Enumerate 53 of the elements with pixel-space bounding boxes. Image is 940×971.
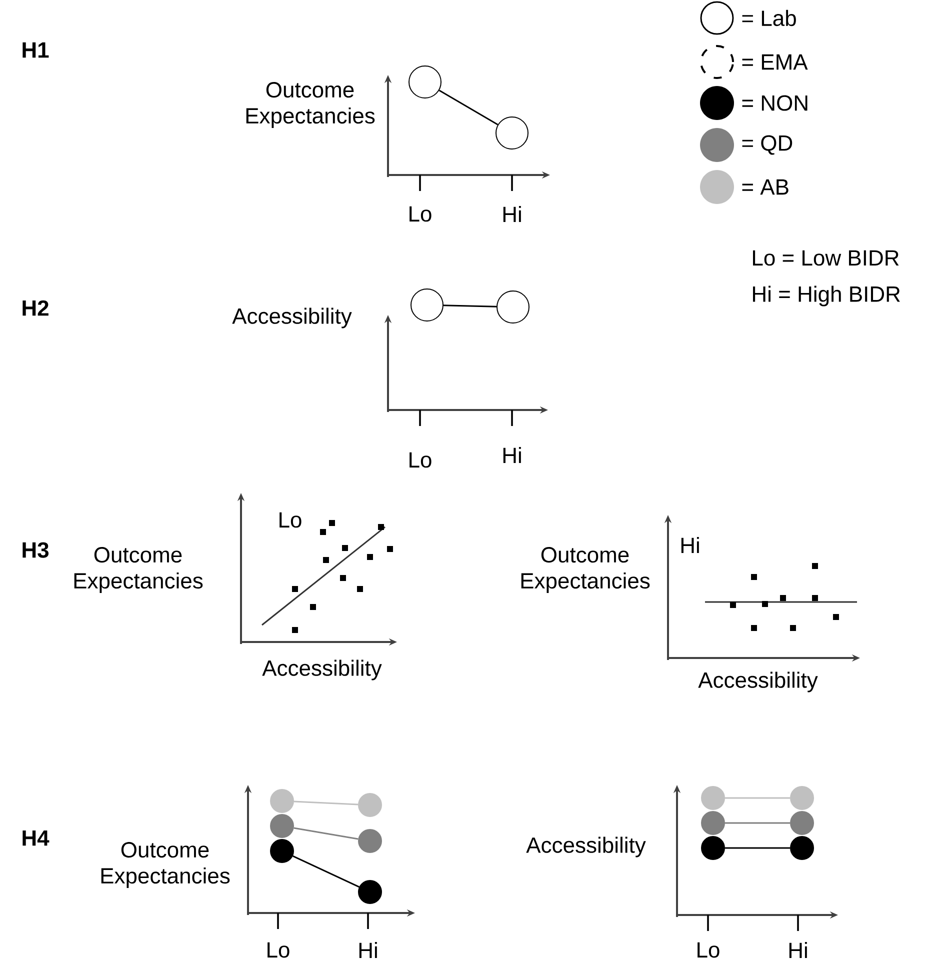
connector-line: [294, 800, 358, 806]
connector-line: [438, 90, 498, 126]
tick-label: Hi: [789, 942, 807, 958]
legend-text: = NON: [742, 95, 808, 111]
tick-label: Lo: [410, 206, 432, 222]
tick-label: Lo: [698, 942, 720, 958]
legend-note: Hi = High BIDR: [753, 286, 900, 306]
axis-label: Accessibility: [526, 836, 646, 858]
legend-note: Lo = Low BIDR: [753, 250, 899, 266]
data-circle: [790, 836, 814, 860]
hypothesis-label: H2: [22, 300, 48, 316]
data-circle: [496, 290, 530, 324]
hypothesis-label: H1: [22, 42, 49, 58]
connector-line: [725, 797, 790, 799]
tick-label: Hi: [503, 447, 521, 463]
panel-label: Hi: [681, 537, 699, 553]
axis-label: Outcome Expectancies: [521, 547, 650, 593]
axis-label: Accessibility: [232, 308, 352, 328]
axis-label: Outcome Expectancies: [101, 842, 230, 888]
data-circle: [270, 814, 294, 838]
axis-label: Accessibility: [698, 672, 818, 692]
data-circle: [701, 786, 725, 810]
connector-line: [725, 822, 790, 824]
legend-text: = AB: [742, 179, 788, 195]
data-circle: [270, 839, 294, 863]
data-circle: [270, 789, 294, 813]
axis-label: Outcome Expectancies: [74, 547, 203, 593]
tick-label: Hi: [359, 942, 377, 958]
axis-label: Accessibility: [262, 660, 382, 680]
axis-label: Outcome Expectancies: [246, 82, 375, 128]
data-circle: [790, 811, 814, 835]
legend-text: = QD: [742, 135, 792, 155]
connector-line: [725, 847, 790, 849]
data-circle: [358, 880, 382, 904]
connector-line: [443, 304, 497, 308]
legend-text: = Lab: [742, 10, 796, 26]
data-circle: [790, 786, 814, 810]
tick-label: Lo: [410, 452, 432, 468]
legend-text: = EMA: [742, 54, 808, 70]
data-circle: [358, 793, 382, 817]
connector-line: [292, 855, 360, 888]
connector-line: [294, 827, 358, 840]
tick-label: Lo: [268, 942, 290, 958]
panel-label: Lo: [280, 512, 302, 528]
tick-label: Hi: [503, 206, 521, 222]
hypothesis-label: H3: [22, 542, 49, 558]
data-circle: [701, 811, 725, 835]
data-circle: [410, 288, 444, 322]
data-circle: [701, 836, 725, 860]
hypothesis-label: H4: [22, 830, 50, 846]
data-circle: [408, 66, 442, 98]
data-circle: [358, 829, 382, 853]
data-circle: [496, 116, 528, 150]
